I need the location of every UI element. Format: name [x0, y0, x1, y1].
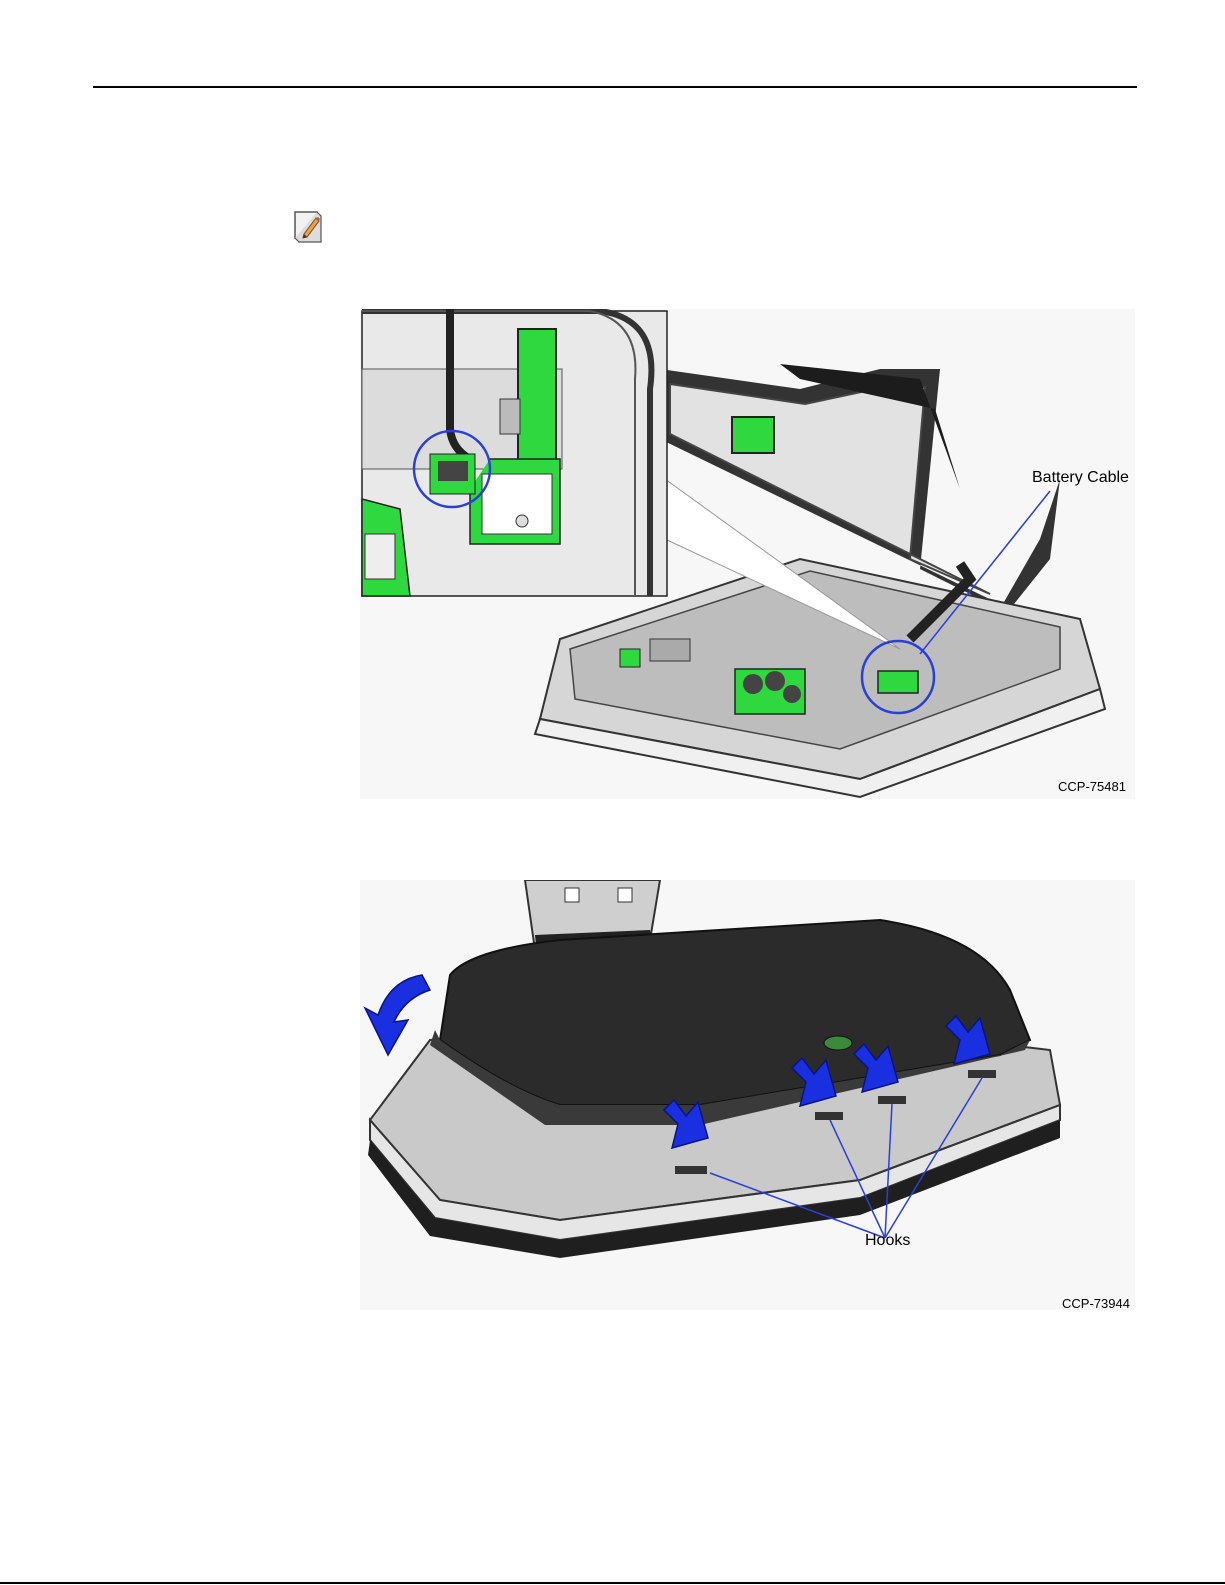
hooks-label: Hooks [865, 1232, 910, 1250]
header-rule [93, 86, 1137, 88]
footer-rule [0, 1582, 1225, 1584]
note-pencil-icon [292, 208, 326, 244]
battery-cable-label: Battery Cable [1032, 469, 1129, 487]
battery-cable-figure: Battery Cable CCP-75481 [360, 309, 1135, 799]
hooks-illustration [360, 880, 1135, 1310]
battery-cable-illustration [360, 309, 1135, 799]
hooks-figure: Hooks CCP-73944 [360, 880, 1135, 1310]
figure-id-label: CCP-75481 [1058, 779, 1126, 794]
figure-id-label: CCP-73944 [1062, 1296, 1130, 1311]
